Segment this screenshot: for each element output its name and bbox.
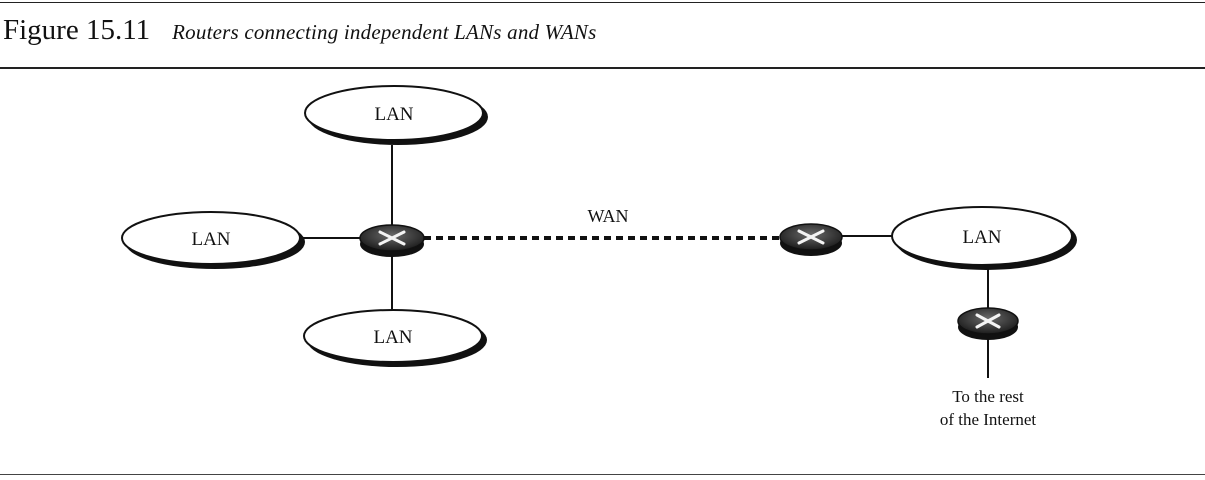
router-internet — [957, 307, 1019, 340]
figure-number: Figure 15.11 — [3, 14, 151, 46]
lan-right: LAN — [891, 206, 1077, 270]
lan-left-label: LAN — [191, 229, 230, 250]
lan-top: LAN — [304, 85, 488, 145]
bottom-rule — [0, 474, 1205, 475]
lan-bottom: LAN — [303, 309, 487, 367]
router-central — [359, 224, 425, 257]
x-mark-icon — [975, 313, 1001, 329]
internet-note-line1: To the rest — [952, 387, 1024, 406]
internet-note-line2: of the Internet — [940, 410, 1037, 429]
top-rule — [0, 2, 1205, 3]
lan-bottom-label: LAN — [373, 327, 412, 348]
network-diagram: LAN LAN LAN LAN — [121, 85, 1077, 429]
lan-top-label: LAN — [374, 104, 413, 125]
wan-label: WAN — [588, 206, 629, 226]
header-rule — [0, 67, 1205, 69]
figure-header: Figure 15.11 Routers connecting independ… — [3, 14, 597, 58]
lan-left: LAN — [121, 211, 305, 269]
x-mark-icon — [378, 230, 406, 246]
lan-right-label: LAN — [962, 227, 1001, 248]
x-mark-icon — [797, 229, 825, 245]
figure-caption: Routers connecting independent LANs and … — [172, 20, 597, 44]
router-wan-right — [779, 223, 843, 256]
